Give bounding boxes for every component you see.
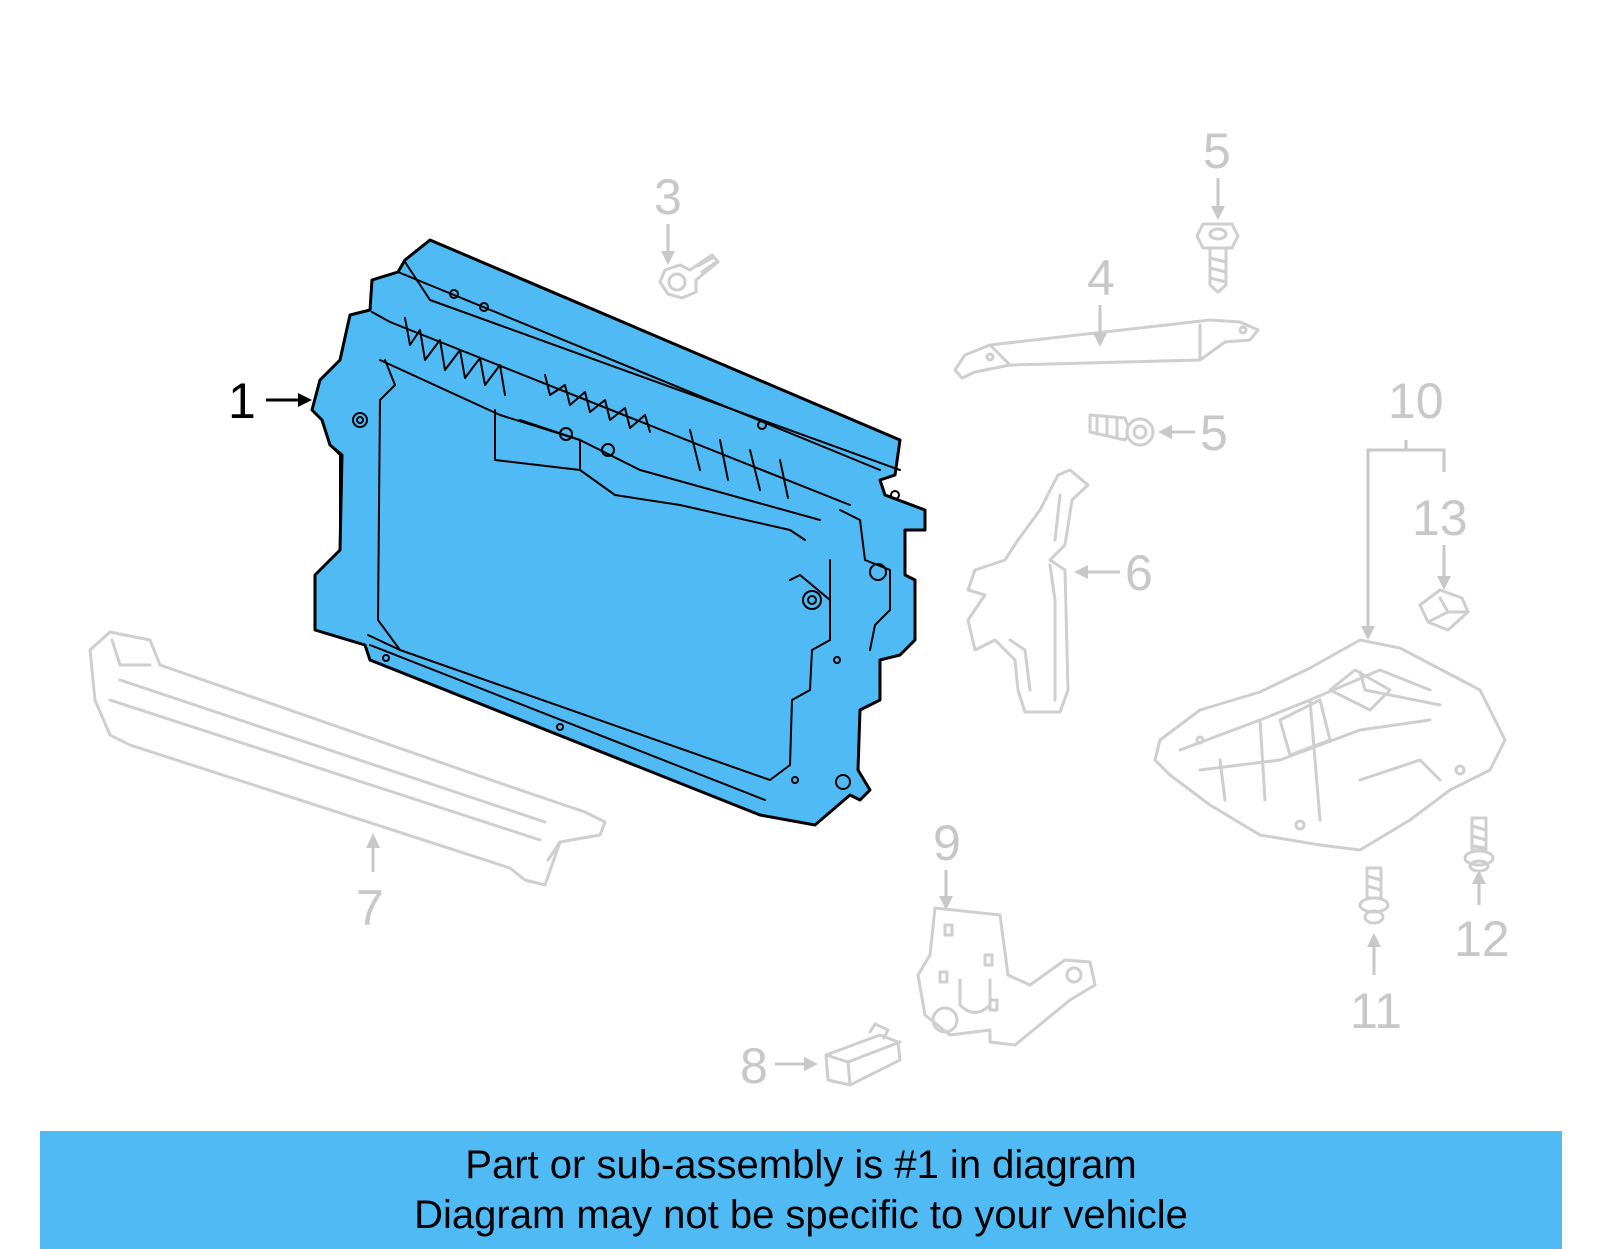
callout-7-label: 7	[356, 880, 384, 936]
callout-13: 13	[1412, 490, 1468, 590]
part-6-side-bracket	[966, 468, 1090, 714]
callout-7: 7	[356, 833, 384, 936]
callout-3-label: 3	[654, 169, 682, 225]
callout-1: 1	[228, 373, 312, 429]
callout-11-label: 11	[1350, 983, 1402, 1039]
callout-9-label: 9	[933, 815, 961, 871]
part-3-bolt	[658, 253, 720, 300]
part-10-splash-shield	[1153, 638, 1507, 852]
part-5-screw-top	[1195, 222, 1240, 294]
part-1-radiator-support	[310, 238, 927, 827]
callout-10-label: 10	[1388, 373, 1444, 429]
callout-3: 3	[654, 169, 682, 265]
banner-line-2: Diagram may not be specific to your vehi…	[414, 1193, 1188, 1237]
callout-4-label: 4	[1087, 250, 1115, 306]
callout-12-label: 12	[1454, 911, 1510, 967]
callout-11: 11	[1350, 933, 1402, 1039]
callout-5b-label: 5	[1200, 405, 1228, 461]
callout-10: 10	[1361, 373, 1446, 640]
callout-5b: 5	[1158, 405, 1228, 461]
part-13-clip	[1418, 588, 1470, 632]
callout-4: 4	[1087, 250, 1115, 347]
callout-8-label: 8	[740, 1038, 768, 1094]
info-banner: Part or sub-assembly is #1 in diagram Di…	[40, 1131, 1562, 1249]
part-12-screw	[1463, 816, 1495, 873]
part-5-screw-middle	[1088, 413, 1155, 447]
callout-6: 6	[1074, 545, 1153, 601]
banner-line-1: Part or sub-assembly is #1 in diagram	[465, 1143, 1137, 1187]
part-9-mount-bracket	[916, 906, 1097, 1047]
callout-13-label: 13	[1412, 490, 1468, 546]
part-11-screw	[1358, 866, 1390, 925]
part-8-sensor	[824, 1022, 902, 1087]
callout-5a-label: 5	[1203, 123, 1231, 179]
callout-8: 8	[740, 1038, 818, 1094]
callout-5a: 5	[1203, 123, 1231, 220]
callout-9: 9	[933, 815, 961, 910]
callout-12: 12	[1454, 870, 1510, 967]
callout-6-label: 6	[1125, 545, 1153, 601]
part-4-bracket	[953, 318, 1260, 380]
part-7-bumper-reinforcement	[88, 630, 607, 887]
callout-1-label: 1	[228, 373, 256, 429]
